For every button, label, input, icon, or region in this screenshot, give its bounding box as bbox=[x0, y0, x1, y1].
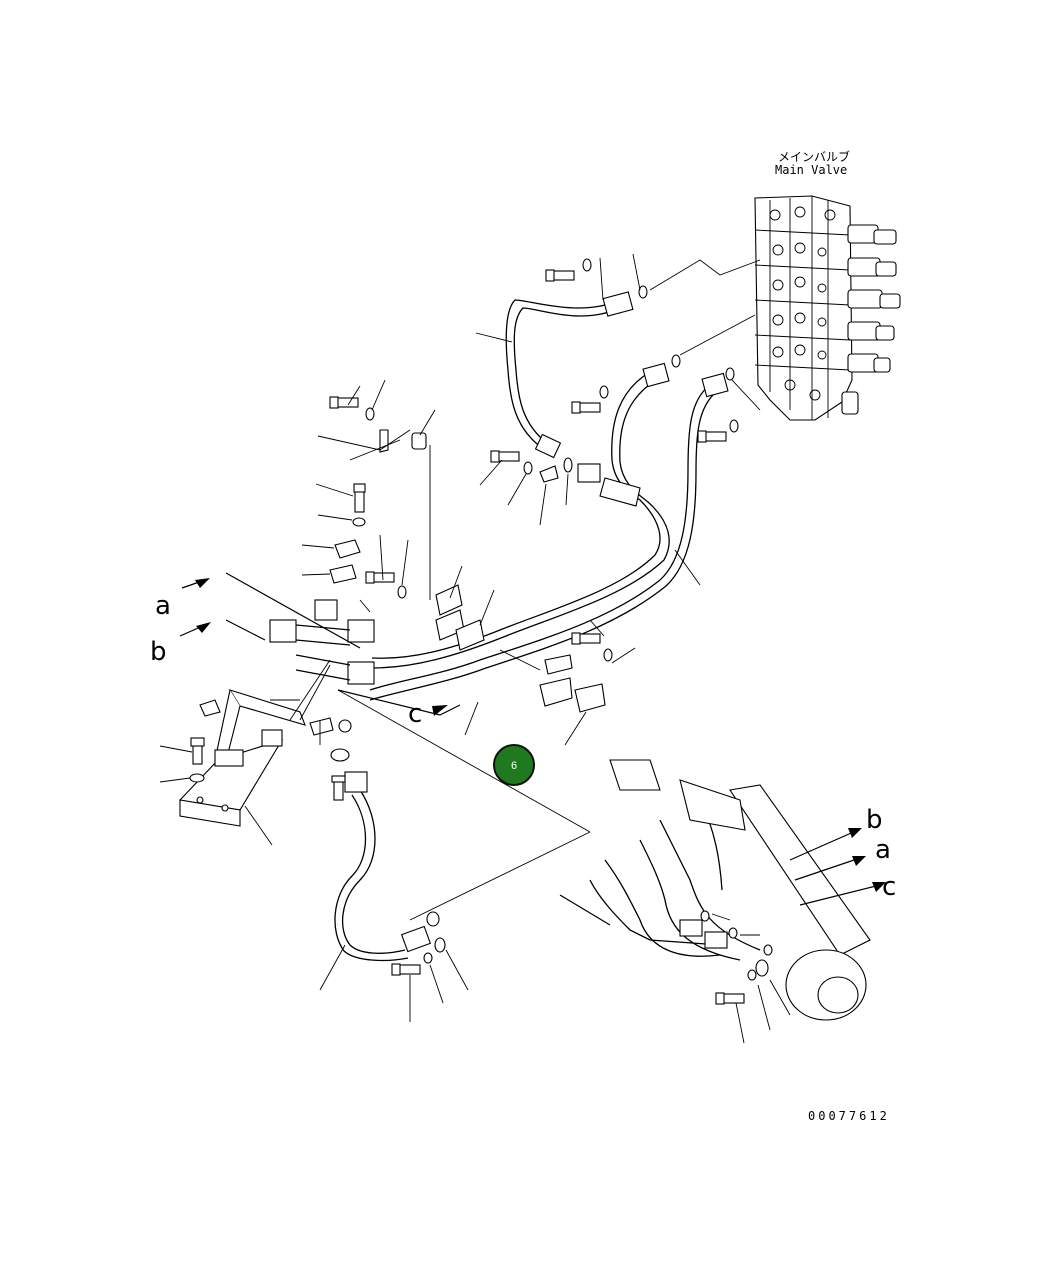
callout-number: 6 bbox=[511, 760, 517, 772]
main-valve-label-jp: メインバルブ bbox=[778, 149, 850, 164]
connection-label-a-left: a bbox=[155, 591, 171, 621]
connection-label-b-right: b bbox=[866, 805, 883, 835]
connection-label-a-right: a bbox=[875, 835, 891, 865]
bracket bbox=[178, 689, 334, 827]
main-valve-label-en: Main Valve bbox=[775, 163, 847, 177]
connection-arrows: a b c b a c bbox=[150, 572, 896, 906]
clamp-blocks bbox=[269, 584, 606, 713]
upper-hoses bbox=[369, 291, 729, 701]
callout-badge[interactable]: 6 bbox=[493, 744, 535, 786]
leader-lines bbox=[159, 253, 791, 1044]
main-valve: メインバルブ Main Valve bbox=[754, 149, 901, 421]
boom-assembly bbox=[559, 759, 871, 1021]
connection-label-b-left: b bbox=[150, 637, 167, 667]
connection-label-c-left: c bbox=[408, 699, 422, 729]
lower-hose bbox=[330, 719, 446, 976]
connection-label-c-right: c bbox=[882, 872, 896, 902]
callout-circle[interactable] bbox=[493, 744, 535, 786]
drawing-number: 00077612 bbox=[808, 1109, 890, 1123]
fasteners bbox=[329, 258, 739, 662]
